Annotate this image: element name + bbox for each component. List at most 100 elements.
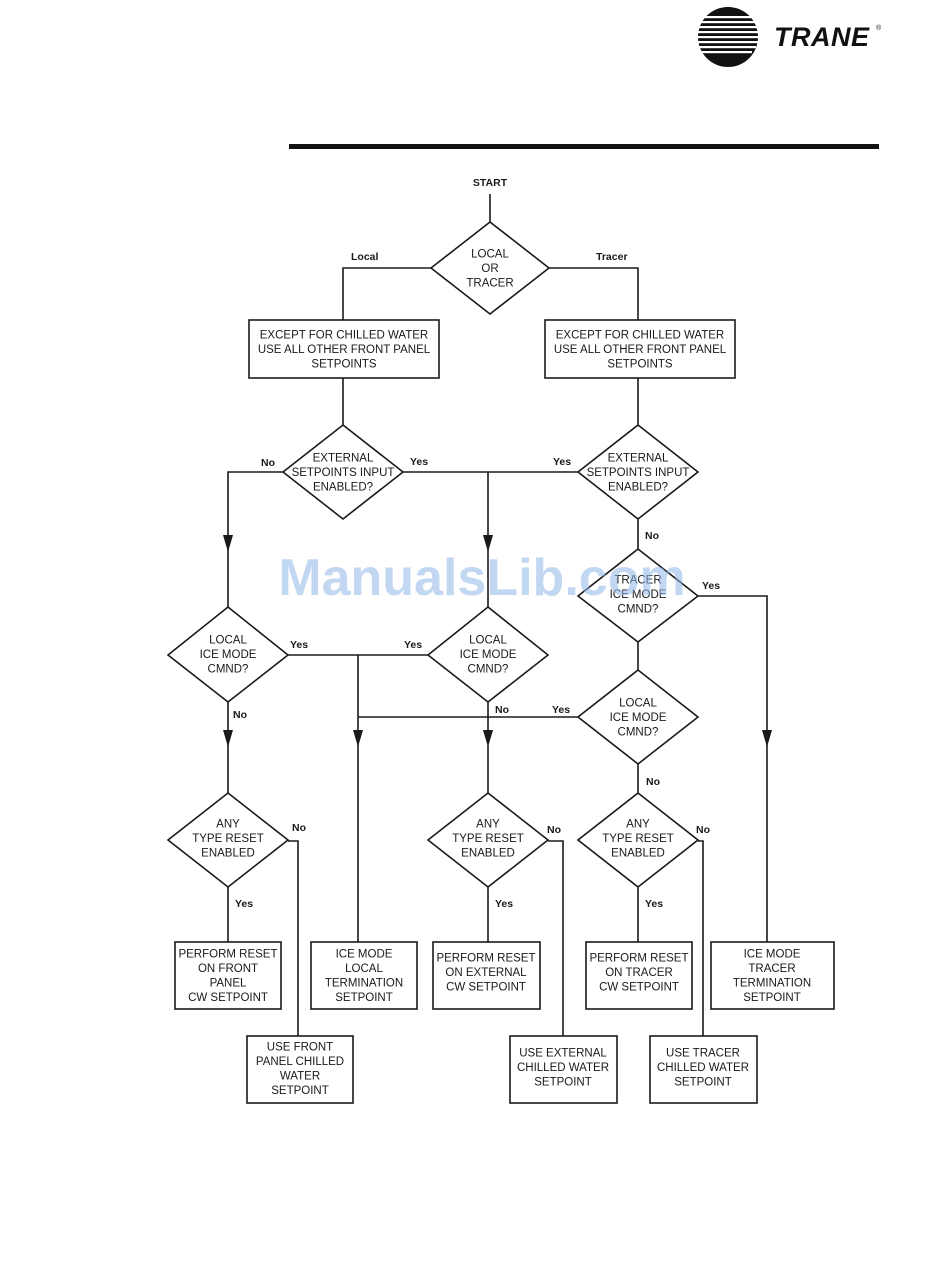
node-text-line: TYPE RESET <box>452 833 524 845</box>
header-rule <box>289 144 879 149</box>
node-text-line: TRACER <box>748 963 795 975</box>
node-text-line: TERMINATION <box>325 977 403 989</box>
label-local: Local <box>351 251 379 263</box>
node-text-line: EXCEPT FOR CHILLED WATER <box>260 330 428 342</box>
node-text-line: ENABLED <box>201 848 255 860</box>
decision-local-or-tracer: LOCAL OR TRACER <box>429 220 551 316</box>
node-text-line: PERFORM RESET <box>436 953 535 965</box>
node-text-line: TERMINATION <box>733 977 811 989</box>
node-text-line: LOCAL <box>471 249 509 261</box>
node-text-line: CW SETPOINT <box>446 982 526 994</box>
node-text-line: LOCAL <box>345 963 383 975</box>
label-yes: Yes <box>495 898 513 910</box>
label-no: No <box>495 704 509 716</box>
watermark: ManualsLib.com <box>278 549 685 607</box>
node-text-line: ICE MODE <box>200 649 257 661</box>
brand-name: TRANE <box>774 22 870 52</box>
node-text-line: SETPOINT <box>335 992 393 1004</box>
node-text-line: ICE MODE <box>610 712 667 724</box>
edge-labels: Local Tracer No Yes Yes No Yes Yes Yes N… <box>233 251 720 910</box>
node-text-line: PANEL <box>210 977 247 989</box>
node-text-line: TRACER <box>466 278 513 290</box>
node-text-line: CHILLED WATER <box>517 1062 609 1074</box>
node-text-line: EXTERNAL <box>608 453 669 465</box>
box-perform-reset-external: PERFORM RESET ON EXTERNAL CW SETPOINT <box>432 941 541 1010</box>
decision-any-reset-1: ANY TYPE RESET ENABLED <box>166 791 290 889</box>
label-yes: Yes <box>410 456 428 468</box>
node-text-line: ENABLED? <box>608 482 668 494</box>
box-ice-local-termination: ICE MODE LOCAL TERMINATION SETPOINT <box>310 941 418 1010</box>
node-text-line: OR <box>481 263 498 275</box>
node-text-line: SETPOINT <box>743 992 801 1004</box>
label-no: No <box>292 822 306 834</box>
node-text-line: CW SETPOINT <box>188 992 268 1004</box>
node-text-line: ON FRONT <box>198 963 258 975</box>
node-text-line: ENABLED <box>611 848 665 860</box>
label-no: No <box>233 709 247 721</box>
node-text-line: CMND? <box>468 664 509 676</box>
node-text-line: ANY <box>216 819 240 831</box>
label-yes: Yes <box>645 898 663 910</box>
node-text-line: SETPOINTS INPUT <box>587 467 690 479</box>
node-text-line: TRACER <box>614 575 661 587</box>
node-text-line: USE ALL OTHER FRONT PANEL <box>554 344 727 356</box>
node-text-line: SETPOINT <box>271 1085 329 1097</box>
decision-local-ice-2: LOCAL ICE MODE CMND? <box>426 605 550 704</box>
node-text-local-or-tracer: LOCAL OR TRACER <box>466 249 513 290</box>
flow-edges <box>227 194 768 1036</box>
trane-logo: TRANE ® <box>698 7 882 67</box>
label-no: No <box>646 776 660 788</box>
node-text-line: ICE MODE <box>336 948 393 960</box>
label-yes: Yes <box>702 580 720 592</box>
node-text-line: ENABLED <box>461 848 515 860</box>
node-text-line: EXTERNAL <box>313 453 374 465</box>
node-text-ice-tracer-term: ICE MODE TRACER TERMINATION SETPOINT <box>733 948 811 1004</box>
node-text-line: USE TRACER <box>666 1048 740 1060</box>
node-text-line: LOCAL <box>469 635 507 647</box>
node-text-line: CMND? <box>618 727 659 739</box>
node-text-line: USE EXTERNAL <box>519 1048 607 1060</box>
node-text-any-reset-1: ANY TYPE RESET ENABLED <box>192 819 264 860</box>
node-text-line: CMND? <box>208 664 249 676</box>
node-text-perform-external: PERFORM RESET ON EXTERNAL CW SETPOINT <box>436 953 535 994</box>
node-text-line: ICE MODE <box>460 649 517 661</box>
label-yes: Yes <box>290 639 308 651</box>
node-text-line: ON EXTERNAL <box>445 967 527 979</box>
node-text-line: ICE MODE <box>744 948 801 960</box>
decision-external-right: EXTERNAL SETPOINTS INPUT ENABLED? <box>576 423 700 521</box>
node-text-line: SETPOINTS INPUT <box>292 467 395 479</box>
flow-arrows <box>223 535 772 747</box>
node-text-except-right: EXCEPT FOR CHILLED WATER USE ALL OTHER FR… <box>554 330 727 371</box>
node-text-ext-right: EXTERNAL SETPOINTS INPUT ENABLED? <box>587 453 690 494</box>
label-yes: Yes <box>552 704 570 716</box>
node-text-line: EXCEPT FOR CHILLED WATER <box>556 330 724 342</box>
label-yes: Yes <box>404 639 422 651</box>
label-no: No <box>696 824 710 836</box>
node-text-line: ICE MODE <box>610 589 667 601</box>
node-text-line: ON TRACER <box>605 967 673 979</box>
node-text-line: SETPOINT <box>674 1077 732 1089</box>
box-ice-tracer-termination: ICE MODE TRACER TERMINATION SETPOINT <box>710 941 835 1010</box>
node-text-line: TYPE RESET <box>192 833 264 845</box>
